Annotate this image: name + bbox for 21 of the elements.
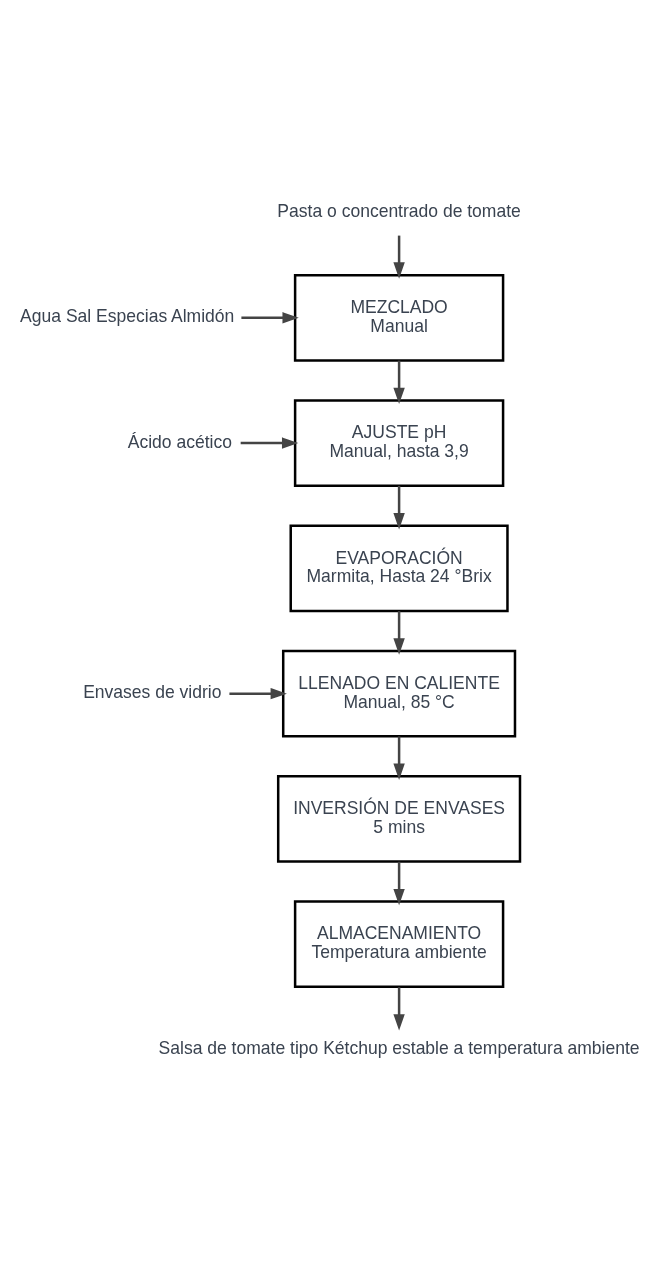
arrow bbox=[393, 235, 405, 279]
arrow bbox=[229, 687, 287, 700]
node-box: AJUSTE pH Manual, hasta 3,9 bbox=[293, 399, 505, 487]
node-box: LLENADO EN CALIENTE Manual, 85 °C bbox=[281, 649, 517, 738]
arrow bbox=[393, 611, 405, 655]
node-text: Pasta o concentrado de tomate bbox=[277, 201, 521, 222]
node-box: ALMACENAMIENTO Temperatura ambiente bbox=[293, 900, 505, 989]
arrow bbox=[393, 861, 405, 906]
node-text: Ácido acético bbox=[127, 431, 232, 452]
node-text: Agua Sal Especias Almidón bbox=[20, 306, 235, 327]
arrow bbox=[393, 736, 405, 780]
arrow bbox=[241, 312, 299, 324]
arrow bbox=[393, 360, 405, 405]
arrow bbox=[240, 437, 299, 449]
node-box: INVERSIÓN DE ENVASES 5 mins bbox=[276, 775, 522, 863]
node-box: MEZCLADO Manual bbox=[293, 273, 505, 362]
node-text: Envases de vidrio bbox=[83, 682, 222, 703]
node-box: EVAPORACIÓN Marmita, Hasta 24 °Brix bbox=[289, 524, 509, 613]
node-text: Salsa de tomate tipo Kétchup estable a temperatura ambiente bbox=[158, 1038, 640, 1059]
arrow bbox=[393, 485, 405, 530]
arrow bbox=[393, 987, 405, 1031]
